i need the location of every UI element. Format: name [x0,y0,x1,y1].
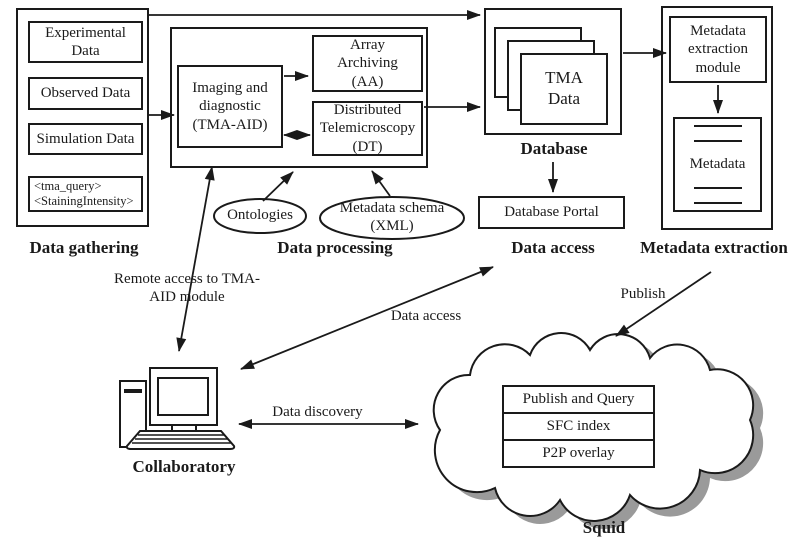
metadata-rule-2 [693,140,742,143]
metadata-schema-label: Metadata schema (XML) [339,200,445,234]
tma-query-box: <tma_query> <StainingIntensity> [28,176,143,212]
metadata-rule-4 [693,201,742,204]
array-archiving-box: Array Archiving (AA) [312,35,423,92]
database-portal-box: Database Portal [478,196,625,229]
metadata-rule-1 [693,125,742,128]
computer-keyboard-rows [132,434,231,444]
simulation-data-box: Simulation Data [28,123,143,155]
computer-tower-slot [124,389,142,393]
imaging-diagnostic-box: Imaging and diagnostic (TMA-AID) [177,65,283,148]
arrow-publish-to-squid [615,271,712,337]
metadata-document-box: Metadata [673,117,762,212]
ontologies-label: Ontologies [227,207,293,223]
p2p-overlay-row: P2P overlay [502,441,655,468]
collaboratory-label: Collaboratory [132,457,236,476]
arrow-remote-access-bidirectional [176,166,215,352]
computer-icon [119,367,236,450]
squid-layer-stack: Publish and Query SFC index P2P overlay [502,385,655,468]
sfc-index-row: SFC index [502,414,655,441]
observed-data-box: Observed Data [28,77,143,110]
experimental-data-box: Experimental Data [28,21,143,63]
data-processing-label: Data processing [277,238,393,257]
computer-keyboard [125,430,236,450]
computer-monitor [149,367,218,426]
computer-stand [171,424,197,433]
tma-data-box: TMA Data [520,53,608,125]
metadata-extraction-label: Metadata extraction [640,238,788,257]
metadata-extraction-module-box: Metadata extraction module [669,16,767,83]
publish-and-query-row: Publish and Query [502,385,655,414]
metadata-rule-3 [693,186,742,189]
distributed-telemicroscopy-box: Distributed Telemicroscopy (DT) [312,101,423,156]
metadata-text: Metadata [689,156,746,173]
remote-access-edge-label: Remote access to TMA- AID module [114,271,260,305]
arrow-schema-to-processing [371,170,391,197]
computer-screen [157,377,209,416]
database-label: Database [520,139,588,158]
arrow-ontologies-to-processing [262,171,294,202]
data-processing-group-box [170,27,428,168]
data-access-edge-label: Data access [390,308,462,324]
squid-label: Squid [582,518,626,537]
publish-edge-label: Publish [620,286,666,302]
data-access-label: Data access [511,238,595,257]
computer-tower [119,380,147,448]
data-discovery-edge-label: Data discovery [272,404,363,420]
data-gathering-label: Data gathering [29,238,139,257]
